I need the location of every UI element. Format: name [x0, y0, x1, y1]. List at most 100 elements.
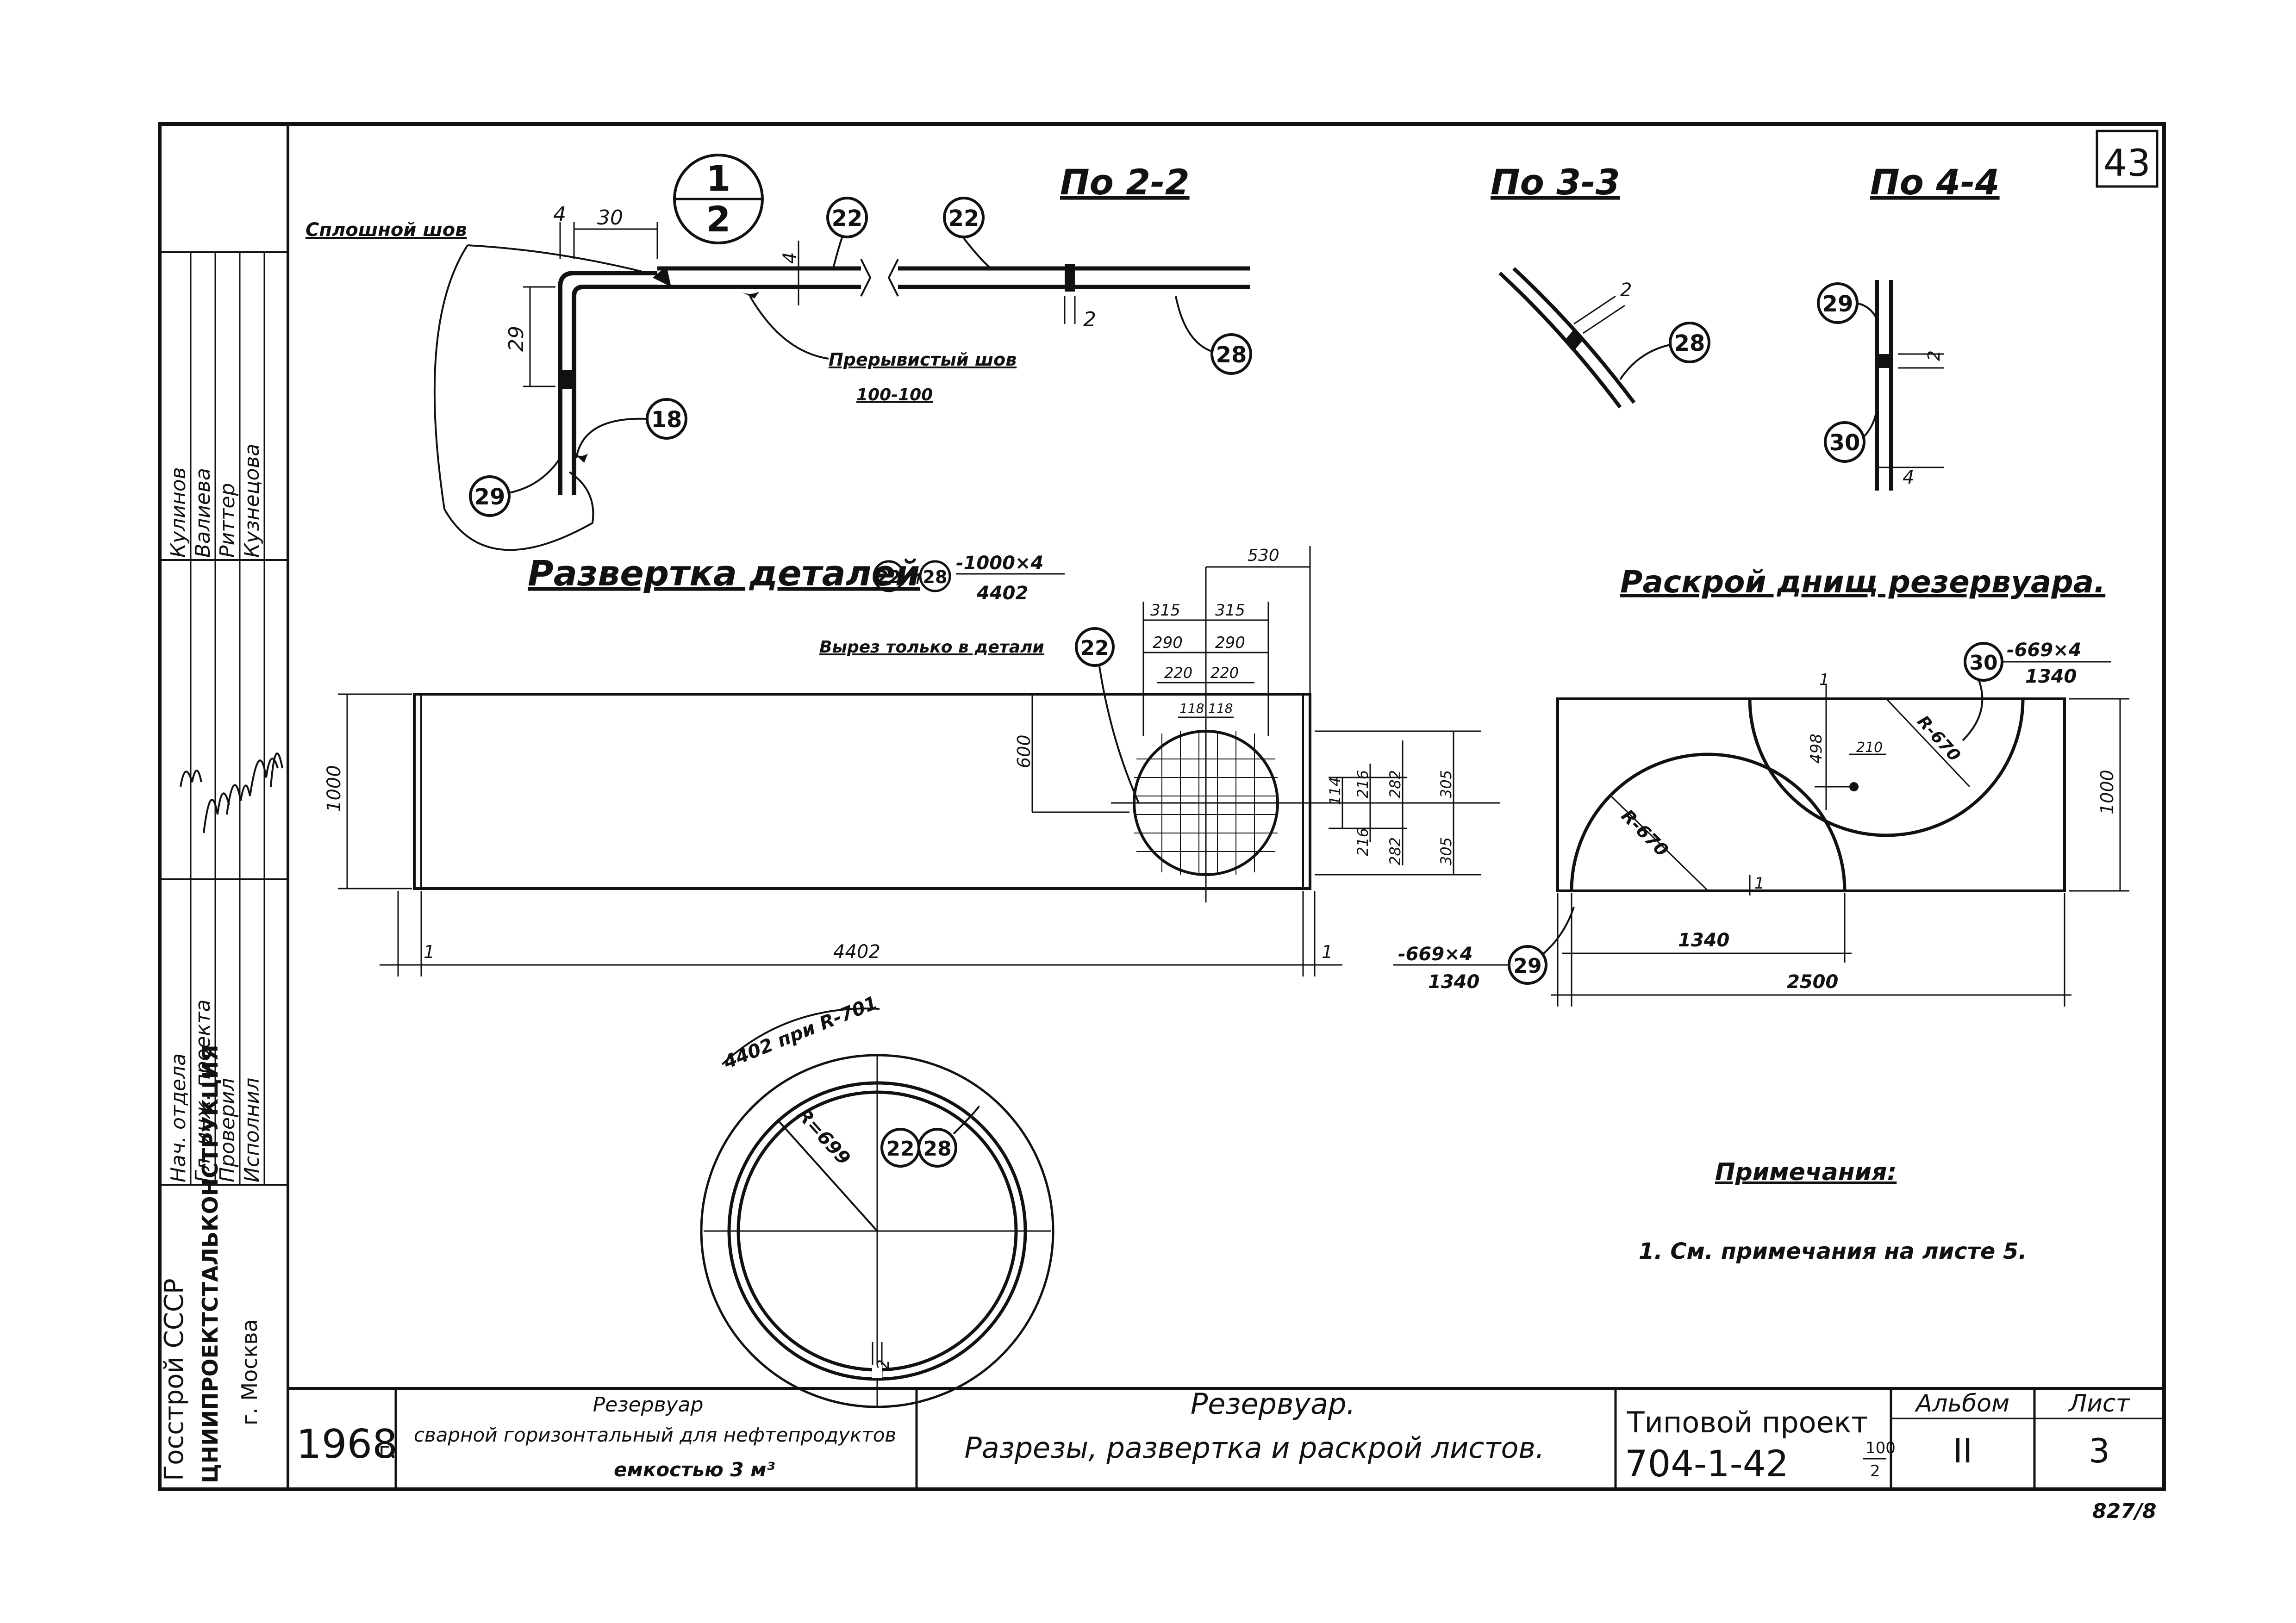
drawing-title-line-2: Разрезы, развертка и раскрой листов. [964, 1431, 1544, 1465]
sheet-label: Лист [2068, 1390, 2130, 1418]
section-4-4: По 4-4 2 4 29 30 [1817, 162, 2000, 491]
dim-30: 30 [597, 206, 623, 230]
circle-mark-bottom: 2 [706, 199, 731, 240]
section-3-3: По 3-3 2 28 [1491, 162, 1710, 409]
development-title: Развертка деталей [528, 553, 920, 594]
radius-lower: R-670 [1617, 805, 1672, 860]
side-block: Нач. отдела Гл. инж. проекта Проверил Ис… [159, 251, 288, 1483]
drawing-title-line-1: Резервуар. [1191, 1387, 1355, 1421]
callout-22-a: 22 [832, 205, 863, 231]
ring-view: R=699 4402 при R-701 22 28 2 [700, 992, 1054, 1408]
dim-216-a: 216 [1354, 770, 1372, 798]
dim-315-left: 315 [1150, 601, 1180, 620]
object-line-2: сварной горизонтальный для нефтепродукто… [414, 1424, 896, 1446]
dim-530: 530 [1248, 546, 1279, 565]
notes: Примечания: 1. См. примечания на листе 5… [1639, 1158, 2027, 1264]
radius-upper: R-670 [1913, 712, 1964, 765]
project-suffix-bottom: 2 [1870, 1462, 1880, 1480]
name-executed: Кузнецова [240, 444, 264, 558]
dim-1340: 1340 [1678, 930, 1729, 951]
development-callout-28: 28 [923, 567, 948, 587]
bottoms-layout: Раскрой днищ резервуара. R-670 R-670 498… [1393, 564, 2129, 1007]
ring-gap: 2 [874, 1359, 893, 1370]
year-suffix: г. [379, 1438, 397, 1463]
dim-29: 29 [505, 326, 528, 352]
name-chief-engineer: Валиева [191, 468, 215, 558]
bottoms-callout-29: 29 [1513, 954, 1541, 978]
dim-282-b: 282 [1386, 837, 1404, 865]
dim-305-b: 305 [1437, 837, 1455, 865]
outer-frame [158, 122, 2166, 1491]
callout-18: 18 [651, 407, 682, 433]
callout-22-b: 22 [948, 205, 980, 231]
ring-callout-22: 22 [886, 1137, 914, 1161]
year: 1968 [296, 1421, 398, 1468]
ring-callout-28: 28 [923, 1137, 951, 1161]
dim-600: 600 [1014, 734, 1034, 768]
role-chief-engineer: Гл. инж. проекта [191, 1000, 215, 1182]
bottoms-callout-30: 30 [1969, 651, 1997, 675]
object-line-3: емкостью 3 м³ [614, 1458, 775, 1481]
album-label: Альбом [1915, 1390, 2010, 1418]
spec29-top: -669×4 [1398, 944, 1472, 965]
dim-1-bottom: 1 [1754, 874, 1765, 893]
dim-282-a: 282 [1386, 770, 1404, 798]
org-institute: ЦНИИПРОЕКТСТАЛЬКОНСТРУКЦИЯ [198, 1045, 223, 1483]
ring-length-note: 4402 при R-701 [720, 992, 881, 1074]
spec29-bottom: 1340 [1428, 971, 1479, 993]
dim-edge-left: 1 [424, 942, 435, 962]
weld-intermittent-spec: 100-100 [856, 386, 933, 404]
dim-4-shell: 4 [780, 252, 801, 264]
development-title-and: и [908, 566, 921, 589]
section-2-2-header: По 2-2 [1060, 162, 1190, 203]
weld-intermittent-label: Прерывистый шов [829, 349, 1017, 370]
dim-edge-right: 1 [1322, 942, 1333, 962]
signature-scribbles [180, 752, 283, 833]
callout-30-a: 30 [1829, 430, 1860, 456]
bottom-code: 827/8 [2092, 1499, 2157, 1523]
dim-2500: 2500 [1787, 971, 1838, 993]
section-3-3-header: По 3-3 [1491, 162, 1620, 203]
notes-item-1: 1. См. примечания на листе 5. [1639, 1238, 2027, 1264]
spec30-bottom: 1340 [2025, 666, 2077, 687]
callout-29-a: 29 [474, 484, 505, 510]
dim-4-section4: 4 [1903, 467, 1914, 488]
dim-1000-bottoms: 1000 [2097, 770, 2117, 815]
dim-216-b: 216 [1354, 828, 1372, 856]
dim-305-a: 305 [1437, 770, 1455, 798]
dim-118-right: 118 [1208, 701, 1233, 716]
name-head: Кулинов [167, 467, 190, 558]
title-block: 1968 г. Резервуар сварной горизонтальный… [288, 1387, 2164, 1489]
dim-118-left: 118 [1179, 701, 1204, 716]
dim-2-section4: 2 [1925, 350, 1944, 361]
org-gosstroy: Госстрой СССР [159, 1278, 189, 1481]
corner-number: 43 [2103, 142, 2151, 185]
sheet-value: 3 [2089, 1431, 2110, 1470]
callout-29-b: 29 [1822, 291, 1853, 317]
weld-solid-label: Сплошной шов [306, 219, 467, 241]
section-2-2: 1 2 По 2-2 4 30 29 4 2 Сплошной шов [306, 154, 1252, 551]
role-executed: Исполнил [240, 1078, 264, 1182]
section-4-4-header: По 4-4 [1870, 162, 2000, 203]
dim-114-a: 114 [1326, 777, 1344, 805]
development-callout-22: 22 [877, 567, 901, 587]
object-line-1: Резервуар [593, 1393, 704, 1417]
role-checked: Проверил [216, 1078, 239, 1182]
ring-radius: R=699 [793, 1104, 855, 1169]
dim-220-left: 220 [1164, 664, 1192, 682]
dim-2-shell: 2 [1083, 308, 1096, 331]
dim-4-top: 4 [553, 203, 566, 226]
spec30-top: -669×4 [2007, 640, 2081, 661]
dim-498: 498 [1807, 734, 1826, 764]
cutout-note: Вырез только в детали [819, 638, 1044, 657]
sheet-spec-top: -1000×4 [956, 553, 1043, 574]
dim-length-4402: 4402 [833, 941, 880, 963]
dim-220-right: 220 [1210, 664, 1239, 682]
album-value: II [1953, 1431, 1972, 1470]
dim-height-1000: 1000 [324, 765, 345, 812]
development-view: Развертка деталей 22 и 28 -1000×4 4402 [324, 546, 1500, 976]
callout-28-b: 28 [1674, 330, 1705, 356]
notes-title: Примечания: [1715, 1158, 1897, 1186]
corner-number-box [2096, 130, 2159, 188]
